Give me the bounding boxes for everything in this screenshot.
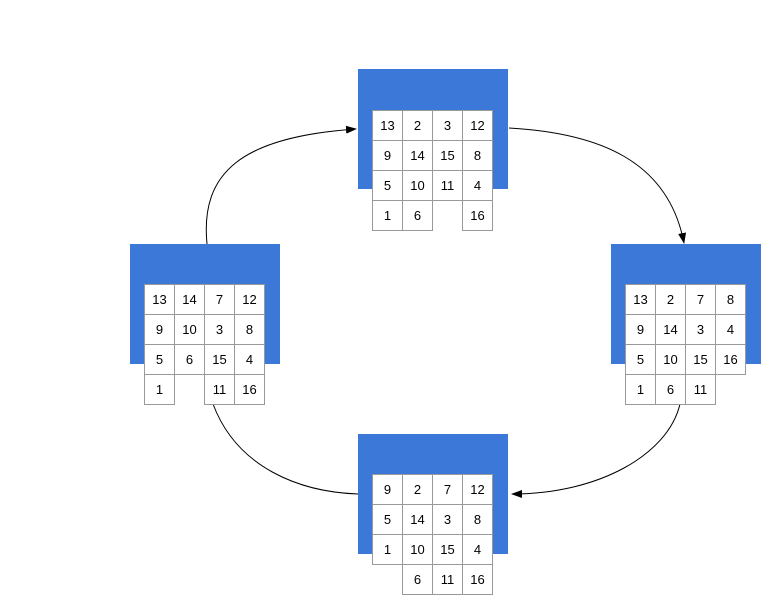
left-tile-10: 10 [174,314,205,345]
left-tile-14: 14 [174,284,205,315]
left-tile-6: 6 [174,344,205,375]
bottom-tile-9: 9 [372,474,403,505]
left-tile-16: 16 [234,374,265,405]
left-tile-3: 3 [204,314,235,345]
bottom-tile-3: 3 [432,504,463,535]
top-tile-2: 2 [402,110,433,141]
right-tile-11: 11 [685,374,716,405]
top-tile-11: 11 [432,170,463,201]
right-tile-8: 8 [715,284,746,315]
right-tile-10: 10 [655,344,686,375]
bottom-tile-10: 10 [402,534,433,565]
top-tile-4: 4 [462,170,493,201]
right-tile-15: 15 [685,344,716,375]
left-tile-8: 8 [234,314,265,345]
top-tile-8: 8 [462,140,493,171]
right-tile-9: 9 [625,314,656,345]
right-tile-7: 7 [685,284,716,315]
right-tile-2: 2 [655,284,686,315]
bottom-tile-2: 2 [402,474,433,505]
left-tile-11: 11 [204,374,235,405]
right-tile-16: 16 [715,344,746,375]
left-tile-13: 13 [144,284,175,315]
bottom-tile-12: 12 [462,474,493,505]
top-tile-3: 3 [432,110,463,141]
bottom-tile-11: 11 [432,564,463,595]
arrow-right-to-bottom [511,403,681,498]
top-tile-5: 5 [372,170,403,201]
right-tile-4: 4 [715,314,746,345]
top-tile-1: 1 [372,200,403,231]
left-tile-12: 12 [234,284,265,315]
bottom-tile-5: 5 [372,504,403,535]
top-tile-6: 6 [402,200,433,231]
left-tile-7: 7 [204,284,235,315]
top-tile-13: 13 [372,110,403,141]
top-tile-10: 10 [402,170,433,201]
bottom-tile-6: 6 [402,564,433,595]
bottom-tile-15: 15 [432,534,463,565]
top-tile-16: 16 [462,200,493,231]
bottom-tile-16: 16 [462,564,493,595]
right-tile-13: 13 [625,284,656,315]
left-tile-4: 4 [234,344,265,375]
left-tile-9: 9 [144,314,175,345]
bottom-tile-8: 8 [462,504,493,535]
right-tile-14: 14 [655,314,686,345]
top-tile-14: 14 [402,140,433,171]
right-tile-5: 5 [625,344,656,375]
top-tile-12: 12 [462,110,493,141]
left-tile-1: 1 [144,374,175,405]
bottom-tile-1: 1 [372,534,403,565]
left-tile-5: 5 [144,344,175,375]
top-tile-15: 15 [432,140,463,171]
bottom-tile-7: 7 [432,474,463,505]
right-tile-1: 1 [625,374,656,405]
arrow-top-to-right [508,127,687,244]
left-tile-15: 15 [204,344,235,375]
top-tile-9: 9 [372,140,403,171]
right-tile-6: 6 [655,374,686,405]
arrow-left-to-top [205,125,357,245]
arrow-bottom-to-left [212,403,359,495]
bottom-tile-4: 4 [462,534,493,565]
bottom-tile-14: 14 [402,504,433,535]
right-tile-3: 3 [685,314,716,345]
